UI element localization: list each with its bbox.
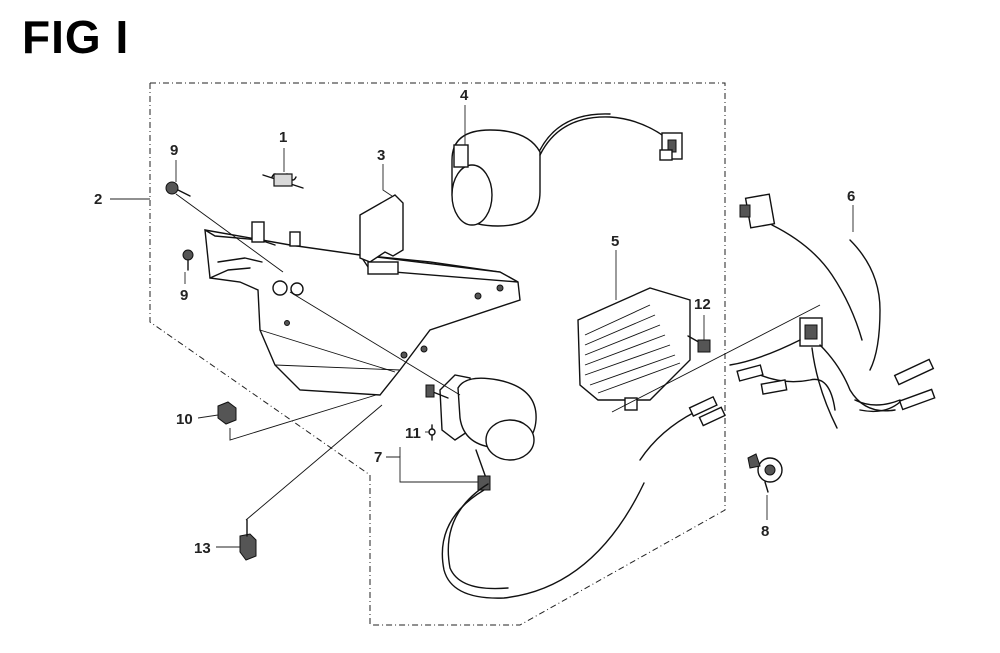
part-1-spring xyxy=(262,173,304,189)
part-4-condenser xyxy=(451,113,683,227)
callout-1: 1 xyxy=(279,129,287,146)
part-9-screw-upper xyxy=(165,181,191,197)
part-6-harness xyxy=(729,193,936,429)
part-12-screw xyxy=(687,335,711,353)
part-3-plate xyxy=(359,194,404,275)
part-13-bolt xyxy=(239,519,257,561)
callout-6: 6 xyxy=(847,188,855,205)
callout-12: 12 xyxy=(694,296,711,313)
leader-lines xyxy=(110,105,854,548)
callout-7: 7 xyxy=(374,449,382,466)
part-11-bolt xyxy=(428,424,436,441)
part-10-nut xyxy=(217,401,237,425)
callout-8: 8 xyxy=(761,523,769,540)
part-8-clamp xyxy=(747,453,783,493)
callout-3: 3 xyxy=(377,147,385,164)
callout-11: 11 xyxy=(405,425,421,442)
assembly-frame xyxy=(149,82,726,626)
figure-title: FIG I xyxy=(22,11,130,63)
callout-5: 5 xyxy=(611,233,619,250)
callout-9-lower: 9 xyxy=(180,287,188,304)
callout-13: 13 xyxy=(194,540,211,557)
part-5-regulator xyxy=(577,287,691,411)
callout-numbers: 1 2 3 4 5 6 7 8 9 9 10 11 12 13 xyxy=(94,87,855,557)
part-9-screw-lower xyxy=(182,249,194,271)
part-7-solenoid xyxy=(425,374,726,599)
callout-2: 2 xyxy=(94,191,102,208)
callout-10: 10 xyxy=(176,411,193,428)
part-2-bracket xyxy=(204,221,521,396)
callout-9-upper: 9 xyxy=(170,142,178,159)
callout-4: 4 xyxy=(460,87,469,104)
